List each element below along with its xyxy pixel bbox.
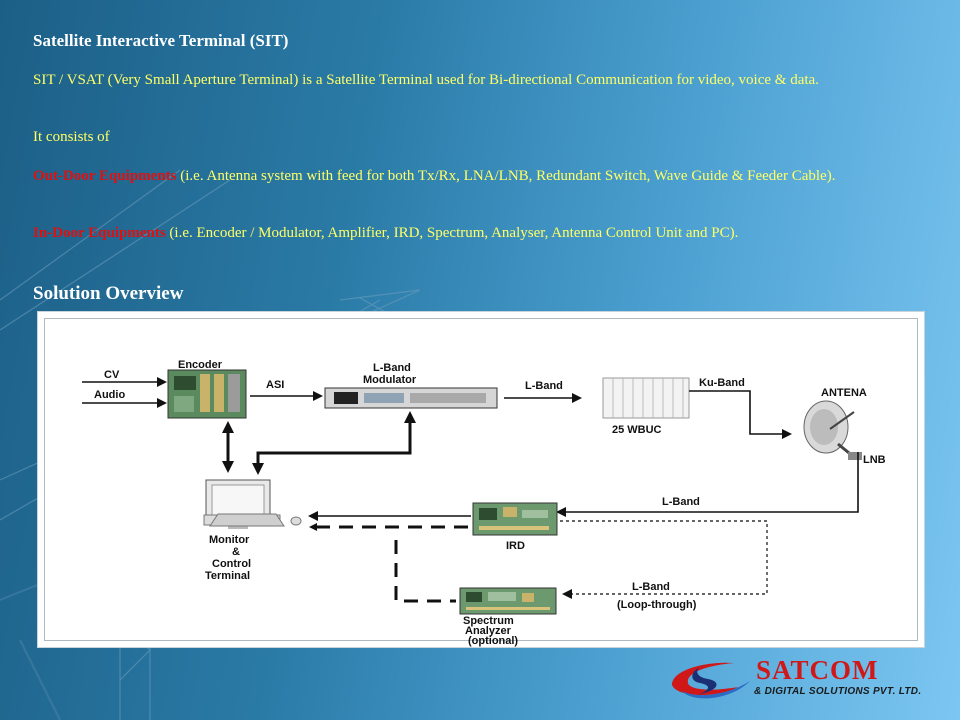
encoder-device [167,369,247,419]
lnb-label: LNB [863,454,886,466]
diagram-canvas: CV Audio Encoder ASI L-Band Modulator L-… [82,359,886,647]
wbuc-device [602,377,690,419]
loop-through-label: (Loop-through) [617,599,697,611]
consists-text: It consists of [33,129,110,145]
spectrum-label-1: Spectrum [463,615,514,627]
antenna-device [803,400,862,460]
kuband-arrow [689,390,792,439]
indoor-paragraph: In-Door Equipments (i.e. Encoder / Modul… [33,224,894,243]
lband-mid-arrow [556,452,859,517]
outdoor-text: (i.e. Antenna system with feed for both … [176,168,836,184]
kuband-label: Ku-Band [699,377,745,389]
logo-tagline: & DIGITAL SOLUTIONS PVT. LTD. [754,686,922,697]
lband-mid-label: L-Band [662,496,700,508]
modulator-label-2: Modulator [363,374,417,386]
loop-through-line [560,520,768,599]
antenna-label: ANTENA [821,387,867,399]
cv-label: CV [104,369,120,381]
monitor-label-1: Monitor [209,534,250,546]
ird-label: IRD [506,540,525,552]
monitor-label-4: Terminal [205,570,250,582]
spectrum-label-2: Analyzer [465,625,512,637]
encoder-label: Encoder [178,359,223,371]
monitor-label-3: Control [212,558,251,570]
ird-device [472,502,558,536]
monitor-terminal [203,479,302,529]
diagram-border [44,318,918,641]
lband-top-label: L-Band [525,380,563,392]
audio-label: Audio [94,389,125,401]
intro-paragraph: SIT / VSAT (Very Small Aperture Terminal… [33,72,819,88]
wbuc-label: 25 WBUC [612,424,662,436]
outdoor-label: Out-Door Equipments [33,168,177,184]
spectrum-label-3: (optional) [468,635,518,647]
slide-title: Satellite Interactive Terminal (SIT) [33,31,289,50]
monitor-label-2: & [232,546,240,558]
indoor-label: In-Door Equipments [33,225,166,241]
outdoor-paragraph: Out-Door Equipments (i.e. Antenna system… [33,167,894,186]
spectrum-analyzer-device [459,587,557,615]
solution-overview-heading: Solution Overview [33,283,184,304]
solution-diagram: CV Audio Encoder ASI L-Band Modulator L-… [37,311,925,648]
monitor-modulator-arrow [252,411,416,475]
modulator-device [324,387,498,409]
indoor-text: (i.e. Encoder / Modulator, Amplifier, IR… [165,225,739,241]
asi-label: ASI [266,379,284,391]
spectrum-return-line [394,540,456,603]
modulator-label-1: L-Band [373,362,411,374]
satcom-swoosh-icon [672,662,750,699]
logo-name: SATCOM [756,655,879,685]
company-logo: SATCOM & DIGITAL SOLUTIONS PVT. LTD. [668,655,948,705]
lband-loop-label: L-Band [632,581,670,593]
